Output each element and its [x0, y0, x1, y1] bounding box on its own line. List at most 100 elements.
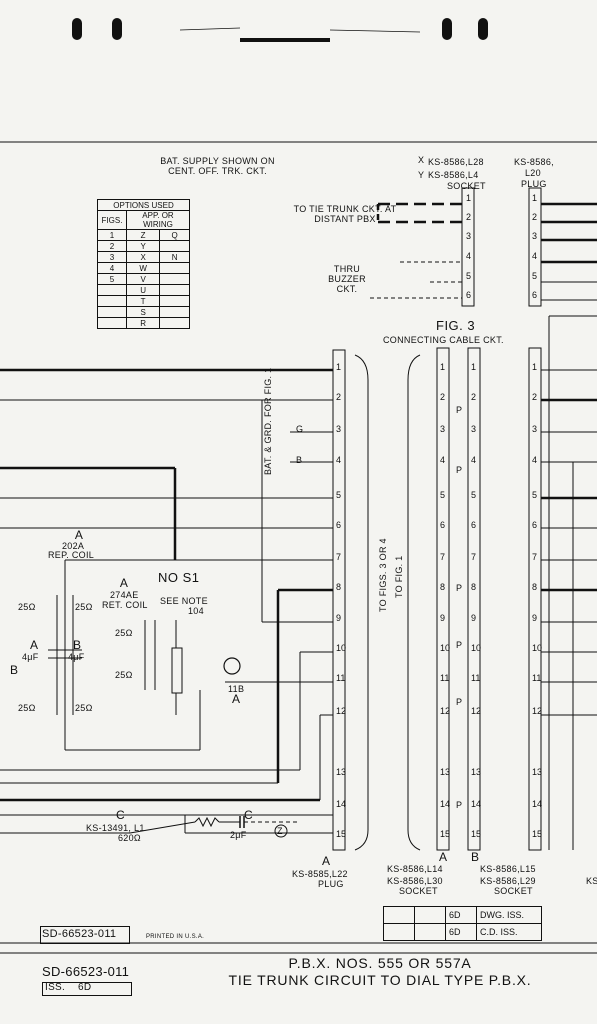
- top-pin-number: 1: [532, 193, 538, 203]
- socket-b-label: B: [471, 850, 480, 864]
- pin-number: 8: [440, 582, 446, 592]
- pin-number: 13: [471, 767, 482, 777]
- socket-label: SOCKET: [447, 181, 486, 191]
- pin-number: 1: [440, 362, 446, 372]
- pin-number: 7: [471, 552, 477, 562]
- bat-supply-note: BAT. SUPPLY SHOWN ON CENT. OFF. TRK. CKT…: [160, 156, 275, 176]
- pin-number: 11: [440, 673, 450, 683]
- pin-number: 10: [471, 643, 482, 653]
- dwg-iss-label: DWG. ISS.: [476, 906, 542, 924]
- options-cell: N: [159, 251, 190, 263]
- cap-a-label: A: [30, 638, 39, 652]
- options-cell: 2: [97, 240, 127, 252]
- options-cell: T: [125, 295, 161, 307]
- ks1349-label: KS-13491, L1: [86, 823, 145, 833]
- iss-value: 6D: [78, 982, 92, 993]
- pin-number: 3: [532, 424, 538, 434]
- pin-number: 15: [532, 829, 543, 839]
- pin-number: 5: [440, 490, 446, 500]
- options-cell: [159, 284, 190, 296]
- binder-hole: [72, 18, 82, 40]
- options-cell: X: [125, 251, 161, 263]
- c-label: C: [116, 808, 125, 822]
- pin-number: 15: [336, 829, 347, 839]
- see-note-label: SEE NOTE: [160, 596, 208, 606]
- plug-l20: L20: [525, 168, 541, 178]
- resistor-25-label: 25Ω: [115, 628, 133, 638]
- rep-coil-label: REP. COIL: [48, 550, 95, 560]
- pin-number: 1: [471, 362, 477, 372]
- plug-spec: KS-8585,L22: [292, 869, 348, 879]
- resistor-25-label: 25Ω: [75, 703, 93, 713]
- pin-number: 10: [336, 643, 347, 653]
- cap-b-label: B: [73, 638, 82, 652]
- options-row: R: [97, 317, 190, 329]
- pin-number: 1: [532, 362, 538, 372]
- p-label: P: [456, 583, 463, 593]
- binder-hole: [442, 18, 452, 40]
- pin-number: 6: [532, 520, 538, 530]
- z-mark: Z: [277, 826, 283, 836]
- p-label: P: [456, 465, 463, 475]
- cd-iss-value: 6D: [445, 923, 477, 941]
- pin-number: 11: [336, 673, 346, 683]
- lamp-type: 11B: [228, 684, 245, 694]
- options-cell: [159, 240, 190, 252]
- options-cell: [159, 262, 190, 274]
- bat-grd-label: BAT. & GRD. FOR FIG. 1: [263, 367, 273, 475]
- pin-number: 2: [471, 392, 477, 402]
- pin-number: 12: [336, 706, 347, 716]
- ret-coil-label: RET. COIL: [102, 600, 148, 610]
- pin-number: 12: [532, 706, 543, 716]
- cd-iss-label: C.D. ISS.: [476, 923, 542, 941]
- resistor-25-label: 25Ω: [115, 670, 133, 680]
- pin-number: 11: [532, 673, 542, 683]
- top-pin-number: 4: [466, 251, 472, 261]
- options-cell: [97, 284, 127, 296]
- thru-buzzer-label: THRU BUZZER CKT.: [328, 264, 366, 294]
- pin-number: 9: [532, 613, 538, 623]
- x-mark: X: [418, 155, 425, 165]
- options-cell: V: [125, 273, 161, 285]
- iss-label: ISS.: [45, 982, 66, 993]
- pin-number: 7: [440, 552, 446, 562]
- cap-2uf-label: 2μF: [230, 830, 247, 840]
- pin-number: 4: [471, 455, 477, 465]
- ret-coil-a: A: [119, 576, 129, 590]
- socket-y-spec: KS-8586,L4: [428, 170, 479, 180]
- pin-number: 5: [336, 490, 342, 500]
- edge-ks: KS: [586, 876, 597, 886]
- options-cell: S: [125, 306, 161, 318]
- options-cell: [97, 306, 127, 318]
- top-pin-number: 3: [466, 231, 472, 241]
- rep-coil-a: A: [74, 528, 84, 542]
- pin-number: 11: [471, 673, 481, 683]
- options-cell: W: [125, 262, 161, 274]
- top-pin-number: 6: [532, 290, 538, 300]
- top-pin-number: 2: [532, 212, 538, 222]
- w-spec: KS-8586,L14: [387, 864, 443, 874]
- iss-box: [42, 982, 132, 996]
- v-spec: KS-8586,L30: [387, 876, 443, 886]
- pin-number: 3: [471, 424, 477, 434]
- rep-coil-type: 202A: [62, 541, 85, 551]
- u-spec: KS-8586,L15: [480, 864, 536, 874]
- t-spec: KS-8586,L29: [480, 876, 536, 886]
- dwg-number-box: [40, 926, 130, 944]
- pin-number: 6: [440, 520, 446, 530]
- p-label: P: [456, 697, 463, 707]
- pin-number: 2: [440, 392, 446, 402]
- dwg-number-bottom: SD-66523-011: [42, 964, 130, 979]
- options-cell: [159, 273, 190, 285]
- options-row: S: [97, 306, 190, 318]
- b-label: B: [296, 455, 303, 465]
- pin-number: 10: [440, 643, 451, 653]
- pin-number: 6: [471, 520, 477, 530]
- y-mark: Y: [418, 170, 425, 180]
